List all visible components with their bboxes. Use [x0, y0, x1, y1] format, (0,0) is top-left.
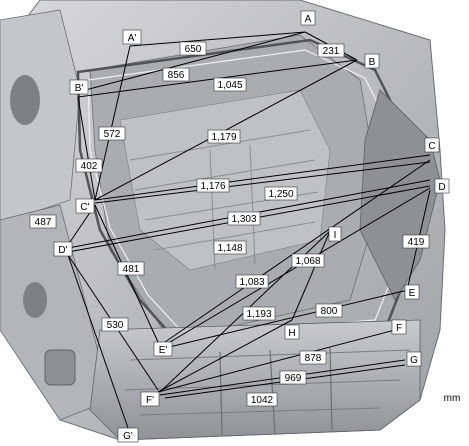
dim-1176-box [196, 178, 230, 193]
point-b-prime-label: B' [75, 83, 84, 94]
point-b-label: B [369, 57, 376, 68]
dim-402-box [75, 158, 103, 173]
point-e-prime-label: E' [159, 345, 168, 356]
dim-572: 572 [104, 129, 121, 140]
dim-856: 856 [168, 70, 185, 81]
point-b-prime-box [69, 79, 89, 95]
dim-1250-box [264, 186, 298, 201]
dim-572-box [98, 126, 126, 141]
point-i-box [328, 226, 342, 242]
point-e-label: E [409, 288, 416, 299]
point-c-prime-box [75, 198, 95, 214]
point-b-box [364, 53, 380, 69]
dim-1042: 1042 [251, 395, 274, 406]
dim-419: 419 [408, 237, 425, 248]
dim-878: 878 [305, 353, 322, 364]
point-d-prime-label: D' [58, 245, 67, 256]
dim-969-box [279, 370, 307, 385]
point-d-prime-box [53, 241, 73, 257]
dim-481: 481 [123, 264, 140, 275]
point-c-box [424, 137, 440, 153]
line-856 [77, 31, 306, 93]
line-878 [157, 329, 396, 393]
point-f-prime-label: F' [146, 395, 154, 406]
point-f-box [391, 319, 407, 335]
point-a-prime-label: A' [128, 33, 137, 44]
line-650 [129, 31, 306, 47]
dim-231: 231 [323, 46, 340, 57]
dim-1250: 1,250 [268, 189, 293, 200]
dim-1193-box [242, 306, 276, 321]
line-fprime-h [157, 319, 293, 393]
line-1068 [291, 230, 331, 321]
point-g-prime-label: G' [123, 431, 133, 442]
point-f-label: F [396, 323, 402, 334]
line-1083 [164, 159, 431, 343]
dim-419-box [402, 234, 430, 249]
point-h-box [284, 324, 300, 340]
dim-487: 487 [35, 217, 52, 228]
point-d-box [434, 178, 450, 194]
dim-1193: 1,193 [246, 309, 271, 320]
dim-1083-box [235, 274, 269, 289]
dim-231-box [317, 43, 345, 58]
dim-530-box [101, 317, 129, 332]
point-g-prime-box [117, 427, 139, 443]
dim-402: 402 [81, 161, 98, 172]
point-a-label: A [305, 14, 312, 25]
point-a-box [300, 10, 316, 26]
dim-878-box [299, 350, 327, 365]
point-h-label: H [288, 328, 295, 339]
dim-1045-box [213, 77, 247, 92]
dim-856-box [162, 67, 190, 82]
line-1176 [94, 154, 431, 201]
line-402 [77, 96, 96, 201]
measurement-labels: 650 231 856 1,045 572 1,179 402 1,176 1,… [29, 41, 430, 407]
point-g-label: G [410, 355, 418, 366]
dim-1179: 1,179 [211, 132, 236, 143]
point-e-prime-box [153, 341, 173, 357]
point-i-label: I [334, 230, 337, 241]
point-c-label: C [428, 141, 435, 152]
line-800 [164, 289, 409, 349]
dim-1148: 1,148 [217, 243, 242, 254]
point-f-prime-box [140, 391, 160, 407]
point-labels: A B C D E F G H I A' B' C' D' E' F' G' [53, 10, 450, 443]
point-g-box [406, 351, 422, 367]
dim-1068: 1,068 [295, 256, 320, 267]
dim-1179-box [207, 129, 241, 144]
dim-1303-box [227, 211, 261, 226]
dim-969: 969 [285, 373, 302, 384]
dim-1083: 1,083 [239, 277, 264, 288]
dim-650: 650 [185, 44, 202, 55]
line-572 [94, 45, 131, 201]
dim-487-box [29, 214, 57, 229]
dim-1176: 1,176 [200, 181, 225, 192]
units-label: mm [444, 393, 461, 404]
dim-1045: 1,045 [217, 80, 242, 91]
point-a-prime-box [122, 29, 142, 45]
line-1250 [94, 161, 431, 204]
dim-481-box [117, 261, 145, 276]
dim-1148-box [213, 240, 247, 255]
point-d-label: D [438, 182, 445, 193]
dim-800-box [315, 303, 343, 318]
dim-1068-box [291, 253, 325, 268]
point-c-prime-label: C' [80, 202, 89, 213]
dim-800: 800 [321, 306, 338, 317]
dim-530: 530 [107, 320, 124, 331]
line-gprime [67, 254, 129, 429]
dim-650-box [179, 41, 207, 56]
dim-1042-box [246, 392, 278, 407]
point-e-box [404, 284, 420, 300]
dim-1303: 1,303 [231, 214, 256, 225]
